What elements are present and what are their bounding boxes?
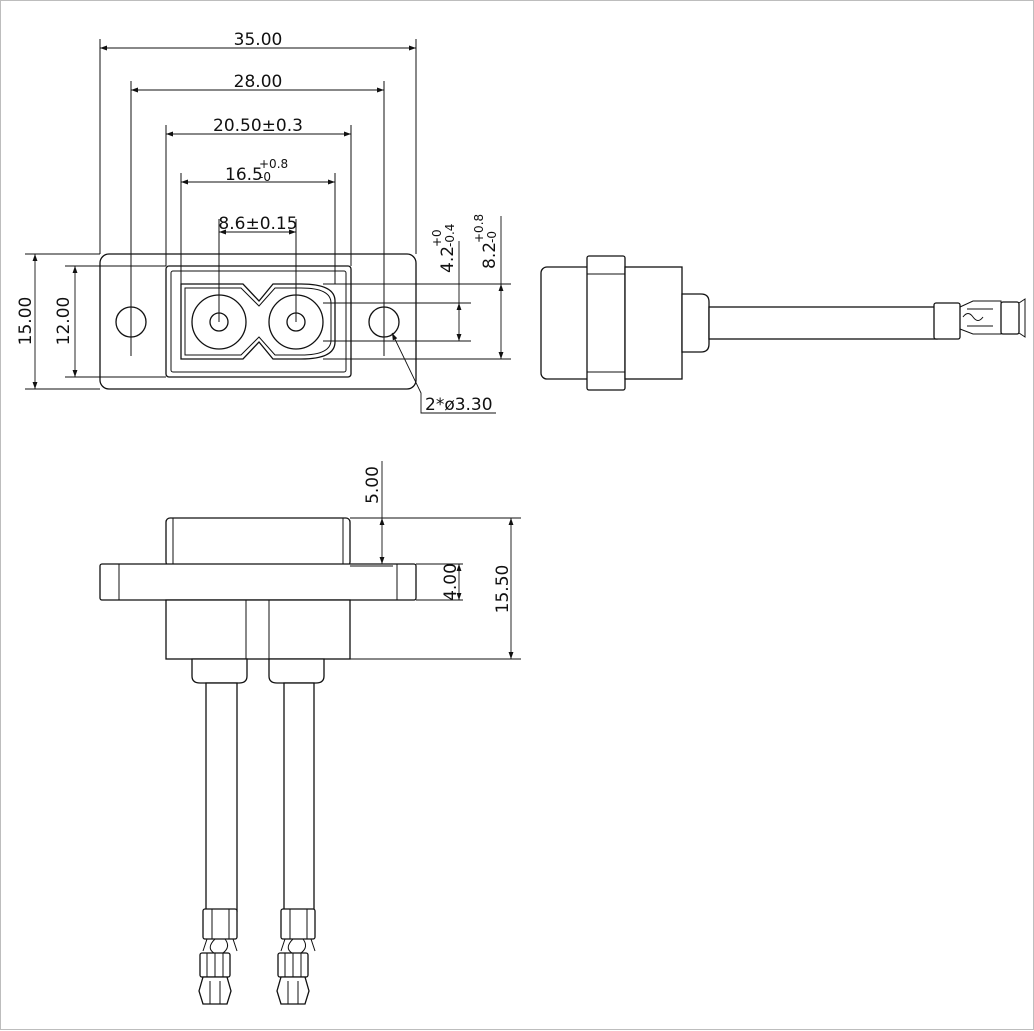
side-view-cable (708, 306, 938, 340)
front-view-terminal-left (198, 908, 238, 1005)
dim-cavity-height-lower: -0 (485, 231, 499, 243)
side-view-flange (586, 255, 626, 391)
mount-hole-leader (391, 332, 496, 414)
side-view: 4.2 +0 -0.4 8.2 +0.8 -0 (430, 214, 1026, 391)
top-view-body-inner (170, 270, 347, 373)
dim-cavity-width-lower: -0 (259, 170, 271, 184)
dim-pin-gap-lower: -0.4 (443, 224, 457, 247)
front-view-cable-left (205, 682, 238, 912)
dim-pin-gap-upper: +0 (430, 229, 444, 247)
dim-overall-height: 15.00 (16, 297, 36, 346)
front-view-lower-housing (165, 599, 351, 660)
dim-pin-gap-base: 4.2 (438, 246, 458, 273)
front-view-flange (99, 563, 417, 601)
top-view-cavity (180, 283, 336, 360)
front-view-cable-right (283, 682, 315, 912)
dim-cavity-width-base: 16.5 (225, 165, 263, 185)
dim-cavity-height: 8.2 +0.8 -0 (472, 214, 500, 269)
top-view-cavity-inner (184, 287, 332, 356)
front-view-terminal-right (276, 908, 316, 1005)
side-view-rear-body (624, 266, 683, 380)
dim-body-height: 12.00 (54, 297, 74, 346)
dim-cavity-width-upper: +0.8 (259, 157, 288, 171)
dim-mount-hole: 2*ø3.30 (425, 395, 493, 415)
front-view-boot-left (191, 658, 248, 684)
dim-cavity-height-base: 8.2 (480, 242, 500, 269)
dim-body-width: 20.50±0.3 (213, 116, 303, 136)
dim-flange-thickness: 4.00 (441, 563, 461, 601)
dim-pin-pitch: 8.6±0.15 (218, 214, 297, 234)
top-view-flange (99, 253, 417, 390)
dim-overall-width: 35.00 (234, 30, 283, 50)
front-view: 5.00 4.00 15.50 (99, 461, 521, 1005)
front-view-extension-lines (350, 517, 521, 660)
top-view-body (165, 265, 352, 378)
top-view: 35.00 28.00 20.50±0.3 16.5 +0.8 -0 8.6±0… (16, 30, 511, 415)
dim-total-height: 15.50 (493, 565, 513, 614)
dim-pin-gap: 4.2 +0 -0.4 (430, 224, 458, 273)
dim-hole-pitch: 28.00 (234, 72, 283, 92)
side-view-boot (681, 293, 710, 353)
front-view-boot-right (268, 658, 325, 684)
dim-cavity-height-upper: +0.8 (472, 214, 486, 243)
side-view-wire-terminal (933, 298, 1026, 340)
front-view-top-housing (165, 517, 351, 567)
dim-top-height: 5.00 (363, 466, 383, 504)
top-view-extension-lines (25, 39, 511, 390)
